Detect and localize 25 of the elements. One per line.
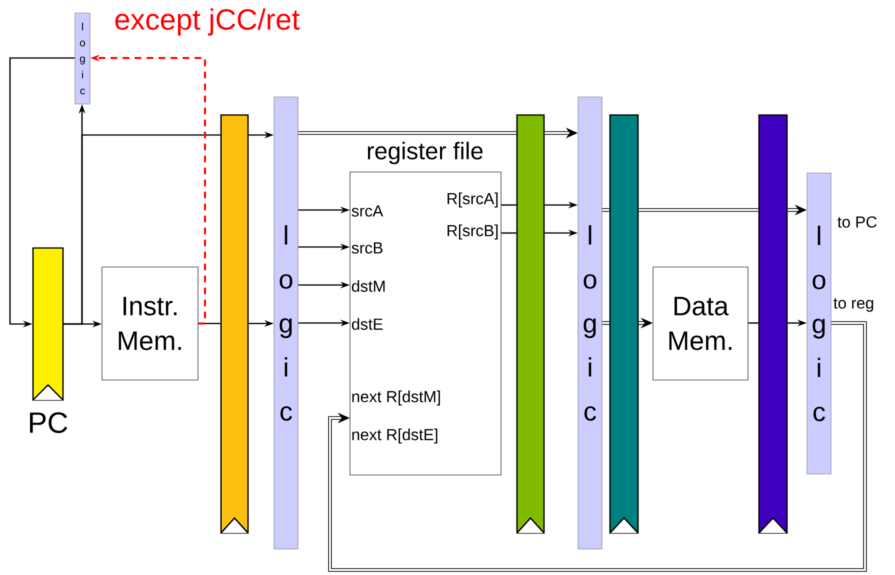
pipeline-register [609, 114, 639, 534]
logic-block: logic [578, 96, 602, 550]
edge-label: except jCC/ret [112, 7, 302, 37]
port-label: dstM [352, 280, 385, 292]
port-label: R[srcB] [448, 224, 498, 240]
arrow [602, 321, 610, 325]
port-label: dstE [352, 318, 383, 330]
memory-box: Instr. Mem. [102, 266, 198, 380]
logic-block: logic [74, 12, 90, 104]
logic-block: logic [806, 172, 832, 474]
register-label: PC [30, 412, 68, 434]
arrow [602, 208, 610, 212]
output-label: to reg [834, 298, 874, 312]
port-label: srcA [352, 205, 384, 217]
pipeline-register [516, 114, 545, 534]
pipeline-register [220, 114, 249, 534]
arrow [328, 321, 867, 572]
port-label: R[srcA] [448, 192, 498, 208]
memory-box: Data Mem. [652, 266, 748, 380]
pipeline-register [758, 114, 788, 534]
port-label: next R[dstM] [352, 390, 440, 406]
port-label: srcB [352, 242, 382, 254]
port-label: next R[dstE] [352, 428, 438, 444]
logic-block: logic [274, 96, 298, 550]
block-title: register file [368, 142, 483, 164]
